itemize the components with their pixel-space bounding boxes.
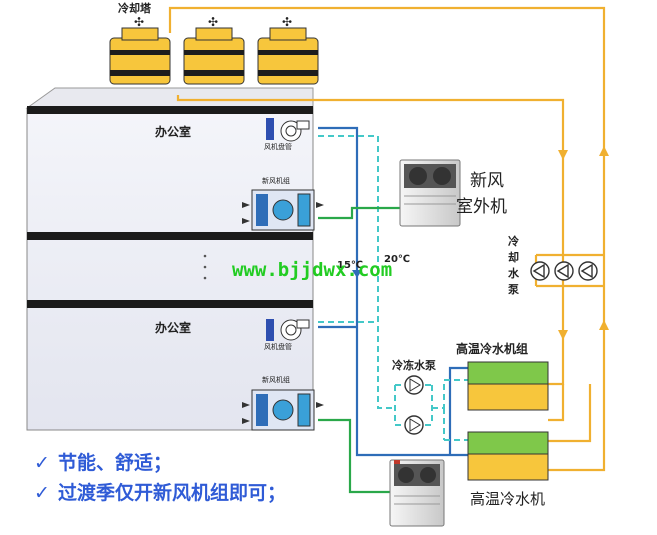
floor-slab <box>27 232 313 240</box>
outdoor-unit <box>399 159 461 227</box>
fan-coil-label-top: 风机盘管 <box>264 142 292 151</box>
ht-chiller-unit-label: 高温冷水机组 <box>456 341 528 356</box>
note-energy-comfort: 节能、舒适； <box>58 451 172 474</box>
fresh-air-unit <box>242 389 324 431</box>
cooling-tower: ✣ <box>109 15 171 85</box>
cooling-water-loop <box>168 6 606 472</box>
fan-icon: ✣ <box>134 15 144 29</box>
outdoor-unit-label-1: 新风 <box>470 171 504 191</box>
refrigerant-line <box>318 206 400 494</box>
cooling-tower: ✣ <box>183 15 245 85</box>
fan-coil-unit <box>266 118 310 142</box>
chilled-water-pump <box>404 375 424 395</box>
note-check-icon: ✓ <box>34 482 50 504</box>
chilled-pump-label: 冷冻水泵 <box>392 358 436 372</box>
floor-slab <box>27 300 313 308</box>
cooling-pump-label-2: 却 <box>508 250 519 264</box>
note-check-icon: ✓ <box>34 452 50 474</box>
office-label-top: 办公室 <box>155 124 191 139</box>
temp-return-label: 20℃ <box>384 254 410 265</box>
ht-chiller-label: 高温冷水机 <box>470 490 545 508</box>
fresh-air-unit-label-top: 新风机组 <box>262 176 290 185</box>
building <box>25 87 314 431</box>
fan-icon: ✣ <box>282 15 292 29</box>
watermark: www.bjjdwx.com <box>232 259 392 281</box>
temp-supply-label: 15℃ <box>337 260 363 271</box>
flow-arrows <box>558 146 609 340</box>
cooling-pump-label-1: 冷 <box>508 234 519 248</box>
fan-coil-unit <box>266 319 310 341</box>
cooling-tower-label: 冷却塔 <box>118 1 152 15</box>
office-label-bottom: 办公室 <box>155 320 191 335</box>
outdoor-unit <box>389 459 445 527</box>
fresh-air-unit-label-bottom: 新风机组 <box>262 375 290 384</box>
ht-chiller <box>467 431 549 481</box>
chilled-supply-pipe <box>318 126 468 457</box>
ht-chiller <box>467 361 549 411</box>
floor-slab <box>27 106 313 114</box>
cooling-pump-label-4: 泵 <box>508 283 519 296</box>
fresh-air-unit <box>242 189 324 231</box>
cooling-water-pumps <box>530 261 598 281</box>
cooling-tower: ✣ <box>257 15 319 85</box>
flow-arrow <box>352 270 362 278</box>
note-transition-season: 过渡季仅开新风机组即可； <box>58 481 286 504</box>
fan-coil-label-bottom: 风机盘管 <box>264 342 292 351</box>
chilled-water-pump <box>404 415 424 435</box>
fan-icon: ✣ <box>208 15 218 29</box>
cooling-pump-label-3: 水 <box>508 266 520 280</box>
outdoor-unit-label-2: 室外机 <box>456 197 507 217</box>
chilled-return-pipe <box>318 135 468 441</box>
